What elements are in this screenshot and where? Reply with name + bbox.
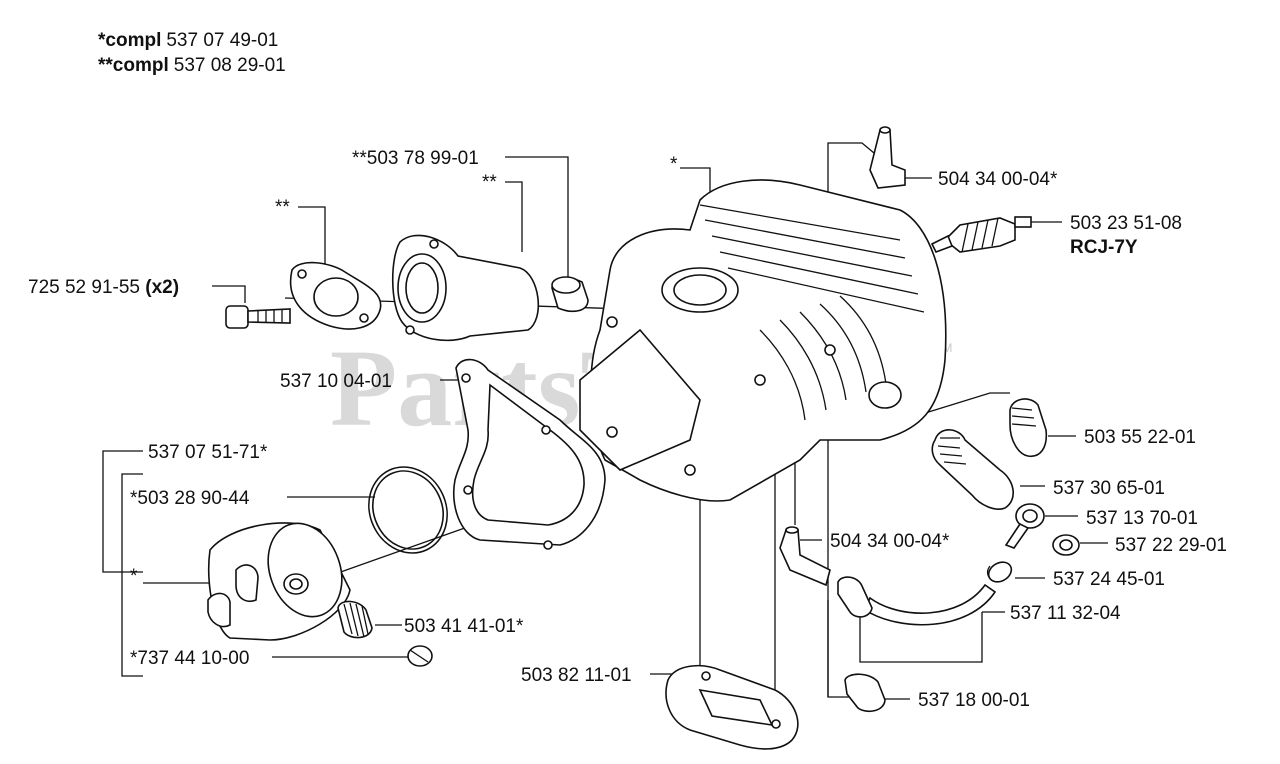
- spark-plug-part: [930, 216, 1032, 254]
- compl-1-prefix: *compl: [98, 30, 161, 51]
- cylinder-part: [579, 179, 947, 502]
- pin-clip-part: [407, 645, 433, 667]
- callout-labels: **503 78 99-01 ** ** 725 52 91-55 (x2) 5…: [28, 148, 1227, 711]
- bolt-part: [225, 305, 291, 329]
- callout-503-55-22-01: 503 55 22-01: [1084, 427, 1196, 448]
- callout-rcj-7y: RCJ-7Y: [1070, 237, 1138, 258]
- compl-2-number: 537 08 29-01: [174, 55, 286, 76]
- callout-537-13-70-01: 537 13 70-01: [1086, 508, 1198, 529]
- callout-503-23-51-08: 503 23 51-08: [1070, 213, 1182, 234]
- sleeve-part: [551, 276, 589, 313]
- hose-part: [864, 583, 997, 626]
- compl-2-prefix: **compl: [98, 55, 169, 76]
- needle-bearing-part: [337, 600, 373, 639]
- callout-504-34-00-04-top: 504 34 00-04*: [938, 169, 1058, 190]
- compl-1-number: 537 07 49-01: [166, 30, 278, 51]
- callout-cylinder-star: *: [670, 154, 678, 175]
- connector-part: [837, 576, 873, 618]
- callout-537-30-65-01: 537 30 65-01: [1053, 478, 1165, 499]
- intake-flange-part: [391, 234, 540, 342]
- callout-503-78-99-01: **503 78 99-01: [352, 148, 479, 169]
- callout-503-28-90-44: *503 28 90-44: [130, 488, 250, 509]
- decomp-valve-part: [931, 429, 1014, 510]
- washer-part: [1052, 534, 1080, 556]
- callout-725-52-91-55: 725 52 91-55 (x2): [28, 277, 179, 298]
- decomp-cap-part: [1009, 398, 1048, 457]
- callout-537-07-51-71: 537 07 51-71*: [148, 442, 268, 463]
- callout-737-44-10-00: *737 44 10-00: [130, 648, 249, 669]
- callout-537-18-00-01: 537 18 00-01: [918, 690, 1030, 711]
- callout-537-22-29-01: 537 22 29-01: [1115, 535, 1227, 556]
- elbow-bottom-part: [779, 526, 831, 587]
- callout-gasket-double-star: **: [275, 197, 290, 218]
- callout-piston-star: *: [130, 566, 138, 587]
- banjo-part: [1004, 503, 1045, 549]
- piston-part: [207, 522, 351, 641]
- callout-537-11-32-04: 537 11 32-04: [1010, 603, 1121, 624]
- hose-clamp-part: [986, 561, 1013, 583]
- exhaust-gasket-part: [665, 664, 799, 750]
- callout-504-34-00-04-bottom: 504 34 00-04*: [830, 531, 950, 552]
- filter-part: [844, 673, 886, 713]
- callout-503-41-41-01: 503 41 41-01*: [404, 616, 524, 637]
- callout-503-82-11-01: 503 82 11-01: [521, 665, 632, 686]
- elbow-top-part: [869, 126, 906, 189]
- piston-ring-part: [368, 466, 448, 554]
- callout-537-10-04-01: 537 10 04-01: [280, 371, 392, 392]
- flange-gasket-part: [289, 261, 382, 330]
- callout-intake-double-star: **: [482, 172, 497, 193]
- callout-537-24-45-01: 537 24 45-01: [1053, 569, 1165, 590]
- cylinder-gasket-part: [453, 358, 606, 550]
